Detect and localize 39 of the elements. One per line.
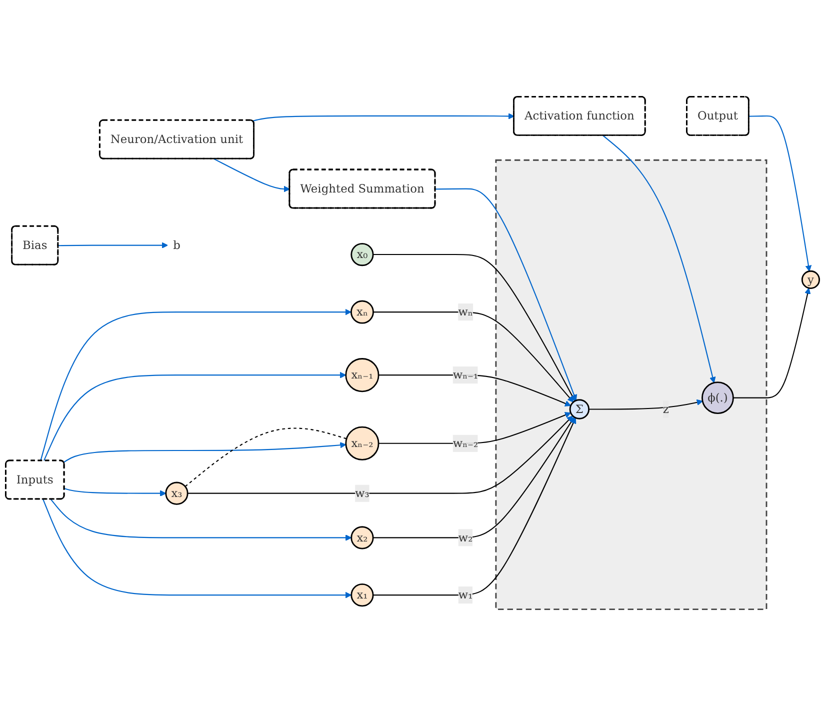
arrow — [373, 416, 575, 538]
arrow — [43, 372, 346, 462]
node-circle — [350, 242, 374, 266]
arrow — [64, 488, 166, 496]
node-circle — [345, 358, 380, 392]
arrow — [50, 499, 352, 541]
arrow — [188, 416, 574, 494]
node-circle — [569, 399, 590, 420]
node-text: b — [173, 238, 180, 252]
node-circle — [702, 382, 734, 414]
node-circle — [350, 300, 374, 324]
arrow — [42, 499, 352, 598]
arrow — [749, 115, 812, 272]
edge-label: z — [662, 402, 669, 416]
node-circle — [350, 584, 374, 607]
arrow — [373, 254, 576, 402]
arrow — [40, 308, 352, 461]
edge-label: w₃ — [355, 486, 370, 500]
arrow — [602, 135, 716, 384]
node-circle — [165, 482, 188, 505]
arrow — [252, 113, 514, 122]
edge-label: w₂ — [458, 530, 473, 544]
connector — [184, 428, 347, 487]
cluster — [495, 159, 768, 610]
arrow — [214, 158, 290, 192]
node-circle — [350, 526, 374, 550]
edge-label: wₙ — [458, 304, 473, 318]
edge-label: wₙ₋₁ — [452, 368, 478, 382]
edge-label: w₁ — [458, 588, 473, 602]
arrow — [373, 312, 574, 402]
node-circle — [345, 426, 380, 460]
arrow — [58, 242, 168, 248]
edge-label: wₙ₋₂ — [452, 436, 478, 450]
arrow — [733, 288, 811, 398]
arrow — [588, 399, 703, 410]
arrow — [435, 188, 578, 401]
arrow — [63, 442, 346, 463]
node-circle — [801, 270, 820, 289]
arrow — [373, 418, 576, 596]
